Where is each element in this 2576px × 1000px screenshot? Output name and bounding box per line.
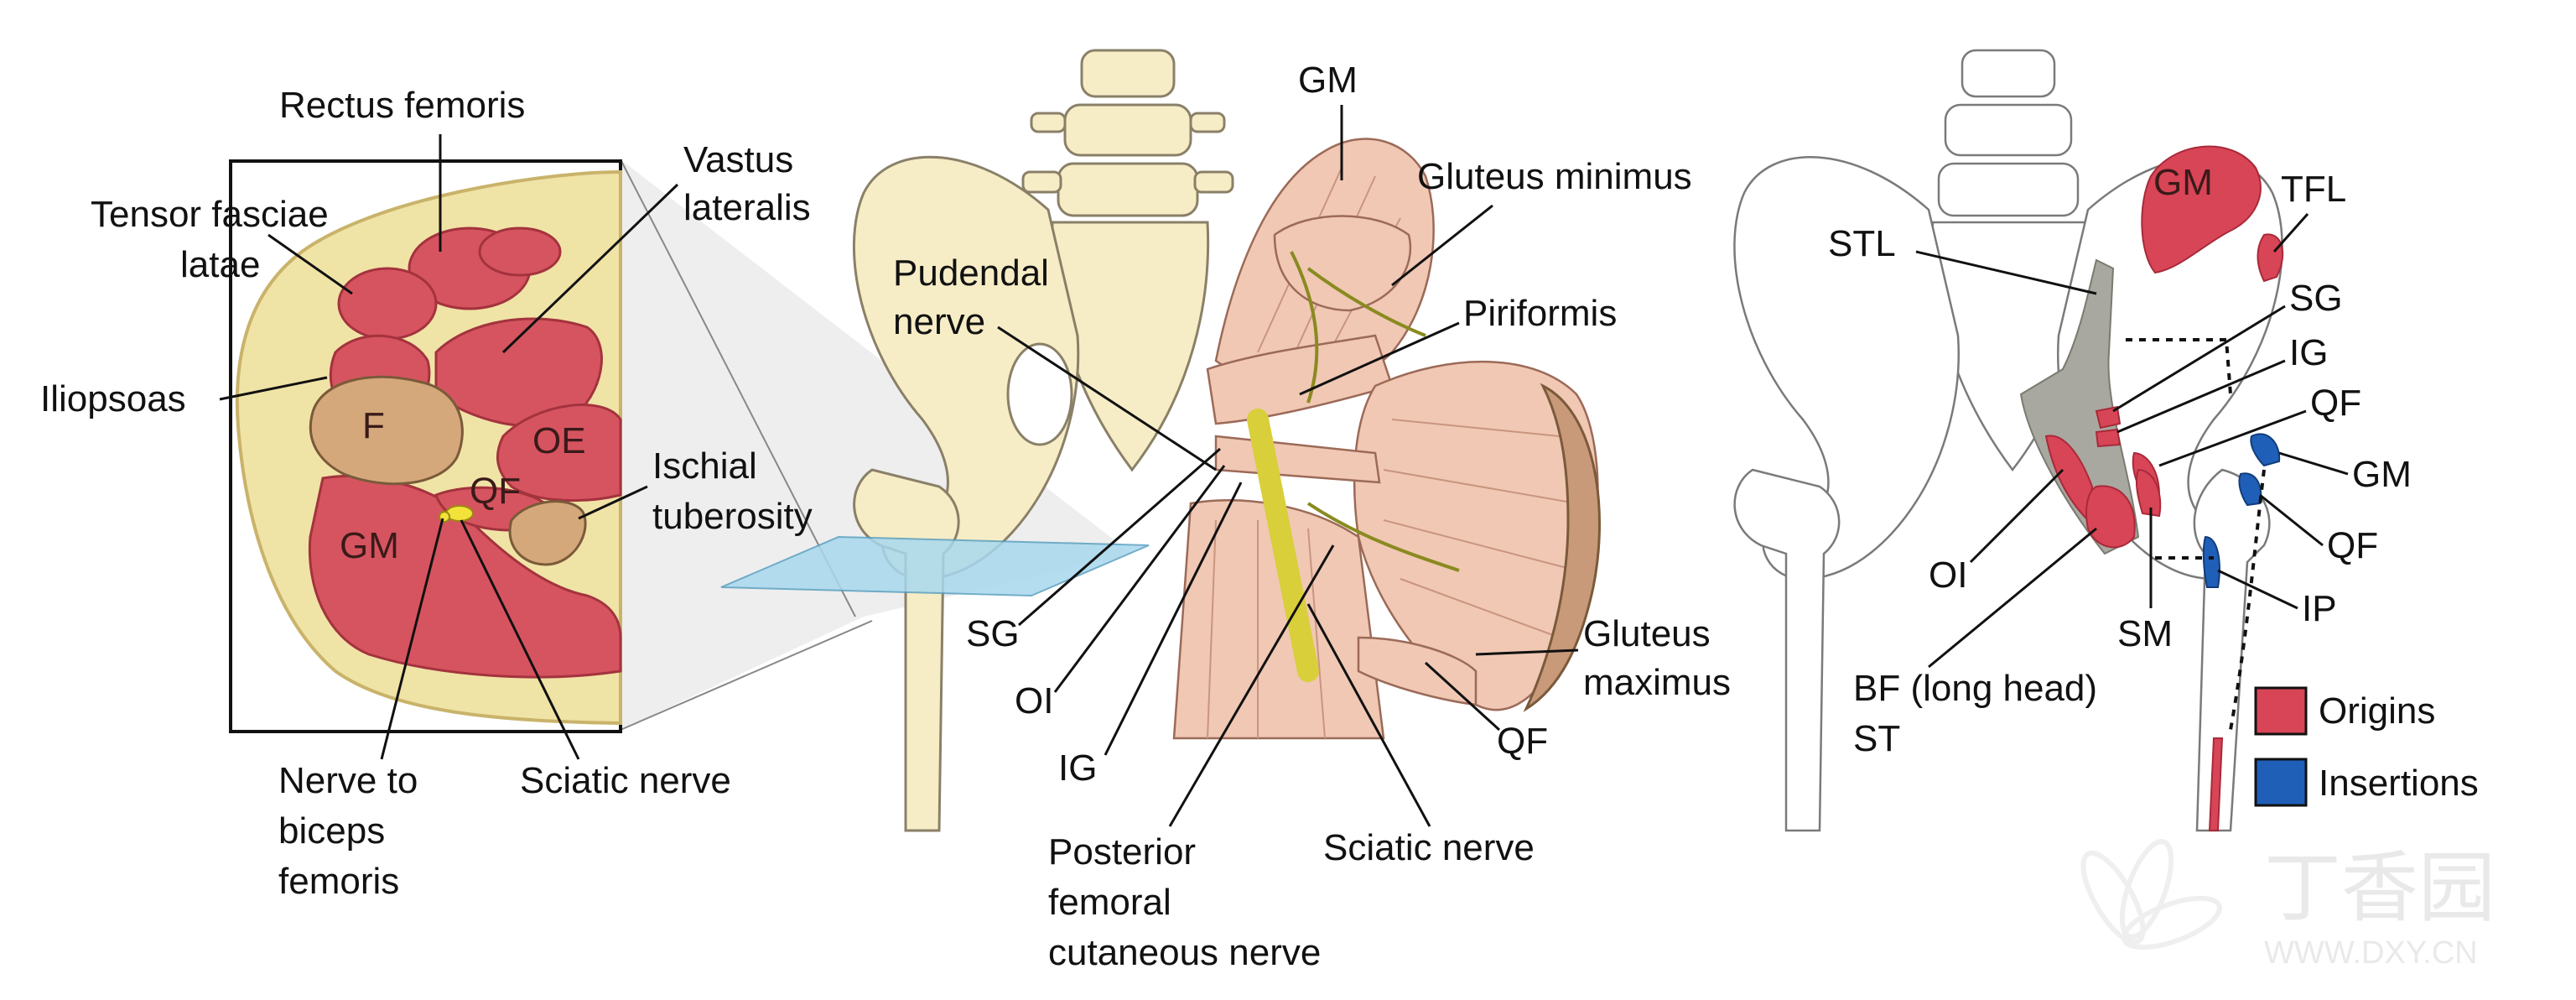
gm-inner-label-c: GM — [2153, 162, 2213, 203]
panel-c-origins-insertions: GM TFL STL SG IG QF GM QF IP OI SM BF (l… — [1733, 49, 2479, 832]
rectus-femoris-label: Rectus femoris — [279, 85, 525, 126]
gluteus-maximus-label-2: maximus — [1583, 662, 1731, 703]
gluteus-maximus-label-1: Gluteus — [1583, 613, 1711, 654]
obturator-externus-muscle — [496, 404, 622, 503]
pfcn-label-2: femoral — [1048, 882, 1171, 923]
gm-label-a: GM — [340, 525, 399, 566]
bf-st-origin — [2085, 485, 2136, 549]
sciatic-nerve-label-a: Sciatic nerve — [520, 760, 731, 801]
iliopsoas-label: Iliopsoas — [40, 378, 186, 419]
sm-label-c: SM — [2117, 613, 2173, 654]
gm-insertion — [2238, 472, 2262, 507]
nerve-biceps-label-3: femoris — [278, 861, 399, 902]
quadratus-femoris-muscle-b — [1357, 636, 1478, 706]
gluteus-maximus-cut-edge — [1523, 383, 1601, 712]
watermark: 丁香园 WWW.DXY.CN — [2080, 839, 2496, 971]
ischial-label-1: Ischial — [652, 445, 757, 487]
tensor-fasciae-label-1: Tensor fasciae — [91, 194, 329, 235]
left-obturator-foramen — [1006, 342, 1073, 446]
legend-origins-label: Origins — [2319, 690, 2435, 732]
gm-right-label-c: GM — [2352, 454, 2412, 495]
qf-label-b: QF — [1497, 721, 1548, 762]
pudendal-label-1: Pudendal — [893, 253, 1049, 294]
tensor-fasciae-label-2: latae — [180, 244, 260, 285]
pfcn-label-3: cutaneous nerve — [1048, 932, 1321, 973]
qf-right-label-c: QF — [2327, 525, 2378, 566]
ip-insertion — [2202, 535, 2220, 588]
ischial-tuberosity-section — [508, 500, 587, 566]
qf-top-label-c: QF — [2310, 383, 2361, 424]
sciatic-nerve-label-b: Sciatic nerve — [1323, 827, 1535, 868]
vastus-lateralis-muscle — [434, 317, 603, 428]
gm-label-b: GM — [1298, 60, 1358, 101]
pudendal-label-2: nerve — [893, 301, 985, 342]
oi-label-b: OI — [1015, 680, 1053, 721]
watermark-chars: 丁香园 — [2264, 846, 2496, 931]
nerve-biceps-label-2: biceps — [278, 810, 385, 852]
gluteus-minimus-label: Gluteus minimus — [1417, 156, 1692, 197]
obturator-externus-label: OE — [532, 420, 586, 461]
ig-label-b: IG — [1058, 747, 1097, 789]
vastus-label-1: Vastus — [683, 139, 793, 180]
legend-swatch-origins — [2254, 686, 2308, 736]
femur-label: F — [362, 405, 385, 446]
qf-top-insertion — [2250, 433, 2281, 467]
hamstring-muscles — [1172, 499, 1385, 740]
nerve-to-biceps-section — [439, 511, 450, 523]
piriformis-label: Piriformis — [1463, 293, 1617, 334]
stl-label: STL — [1828, 223, 1896, 264]
ig-origin — [2095, 428, 2122, 448]
vastus-label-2: lateralis — [683, 187, 811, 228]
tfl-label: TFL — [2281, 169, 2346, 210]
gm-origin — [2141, 145, 2262, 274]
sg-origin — [2095, 405, 2122, 430]
sciatic-nerve-b — [1247, 409, 1319, 682]
panel-b-posterior-view: GM Gluteus minimus Pudendal nerve Pirifo… — [720, 49, 1731, 973]
ip-label-c: IP — [2302, 588, 2337, 629]
legend: Origins Insertions — [2254, 686, 2479, 807]
sm-origin — [2135, 468, 2162, 518]
tfl-origin — [2257, 233, 2284, 283]
legend-insertions-label: Insertions — [2319, 763, 2479, 804]
sartorius-muscle — [478, 227, 562, 277]
legend-swatch-insertions — [2254, 758, 2308, 807]
watermark-flower-icon — [2080, 839, 2222, 951]
femur-section — [309, 375, 464, 486]
qf-label-a: QF — [470, 471, 521, 512]
section-plane — [720, 535, 1150, 597]
tensor-fasciae-latae-muscle — [337, 267, 438, 341]
adductor-origin — [2208, 737, 2224, 831]
left-femur-c — [1733, 468, 1841, 832]
ischial-label-2: tuberosity — [652, 496, 813, 537]
nerve-biceps-label-1: Nerve to — [278, 760, 418, 801]
ig-label-c: IG — [2289, 332, 2328, 373]
bf-label-1: BF (long head) — [1853, 668, 2097, 709]
external-rotator-muscles — [1214, 435, 1381, 484]
bf-label-2: ST — [1853, 718, 1900, 759]
lumbar-spine — [1021, 49, 1234, 217]
left-femur — [853, 468, 960, 832]
pfcn-label-1: Posterior — [1048, 831, 1196, 872]
oi-label-c: OI — [1929, 555, 1967, 596]
sg-label-b: SG — [966, 613, 1020, 654]
sg-label-c: SG — [2289, 278, 2343, 319]
watermark-url: WWW.DXY.CN — [2264, 935, 2478, 971]
